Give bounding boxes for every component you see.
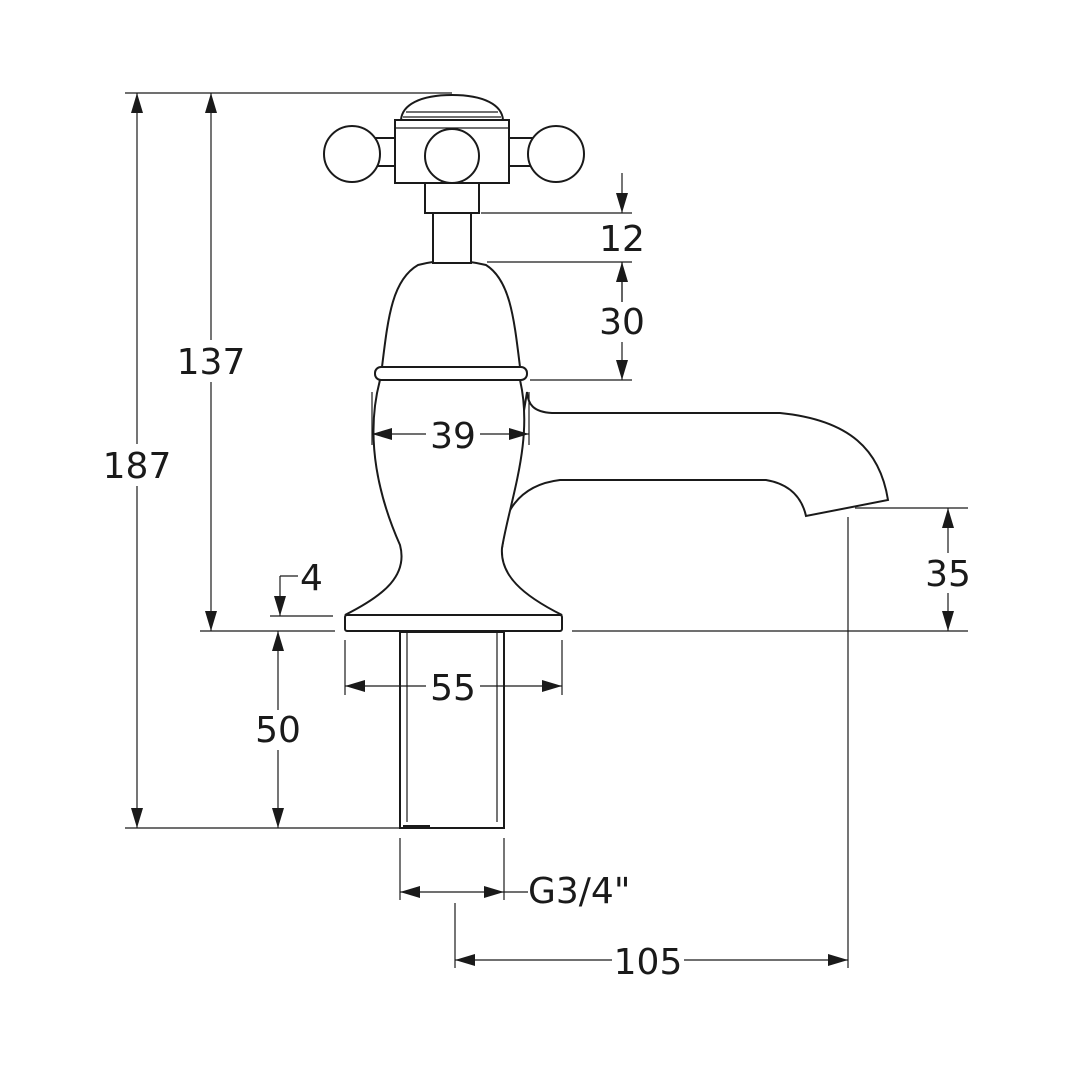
stem <box>432 212 472 264</box>
dim-label-overall-height: 187 <box>103 446 172 487</box>
dimension-base-width: 55 <box>345 667 562 709</box>
dimension-base-thickness: 4 <box>274 558 323 616</box>
dim-label-body-width: 39 <box>430 416 476 457</box>
dim-label-shroud-height: 30 <box>599 302 645 343</box>
extension-lines <box>125 92 968 968</box>
base-plate <box>344 614 563 632</box>
dim-label-spout-height: 35 <box>925 554 971 595</box>
dimension-shroud-height: 30 <box>596 262 648 380</box>
tail-shank <box>399 631 505 829</box>
dim-label-base-width: 55 <box>430 668 476 709</box>
dimension-thread-size: G3/4" <box>400 871 630 912</box>
dim-label-tail-length: 50 <box>255 710 301 751</box>
dim-label-spout-reach: 105 <box>614 942 683 983</box>
dimension-headwork-gap: 12 <box>599 173 645 302</box>
dimension-spout-reach: 105 <box>455 941 848 983</box>
stem-nut <box>424 182 480 214</box>
cross-handle <box>323 119 585 184</box>
shroud <box>380 259 522 368</box>
dimension-height-to-base: 137 <box>174 93 248 631</box>
dim-label-headwork-gap: 12 <box>599 219 645 260</box>
spout <box>500 391 890 549</box>
index-cap <box>399 93 505 121</box>
dimension-tail-length: 50 <box>250 631 306 828</box>
collar-ring <box>374 366 528 381</box>
dim-label-thread-size: G3/4" <box>528 871 630 912</box>
dimension-overall-height: 187 <box>100 93 174 828</box>
dimension-spout-height: 35 <box>918 508 976 631</box>
dim-label-base-thickness: 4 <box>300 558 323 599</box>
tap-outline <box>323 93 890 829</box>
dim-label-height-to-base: 137 <box>177 342 246 383</box>
dimension-body-width: 39 <box>372 415 529 457</box>
